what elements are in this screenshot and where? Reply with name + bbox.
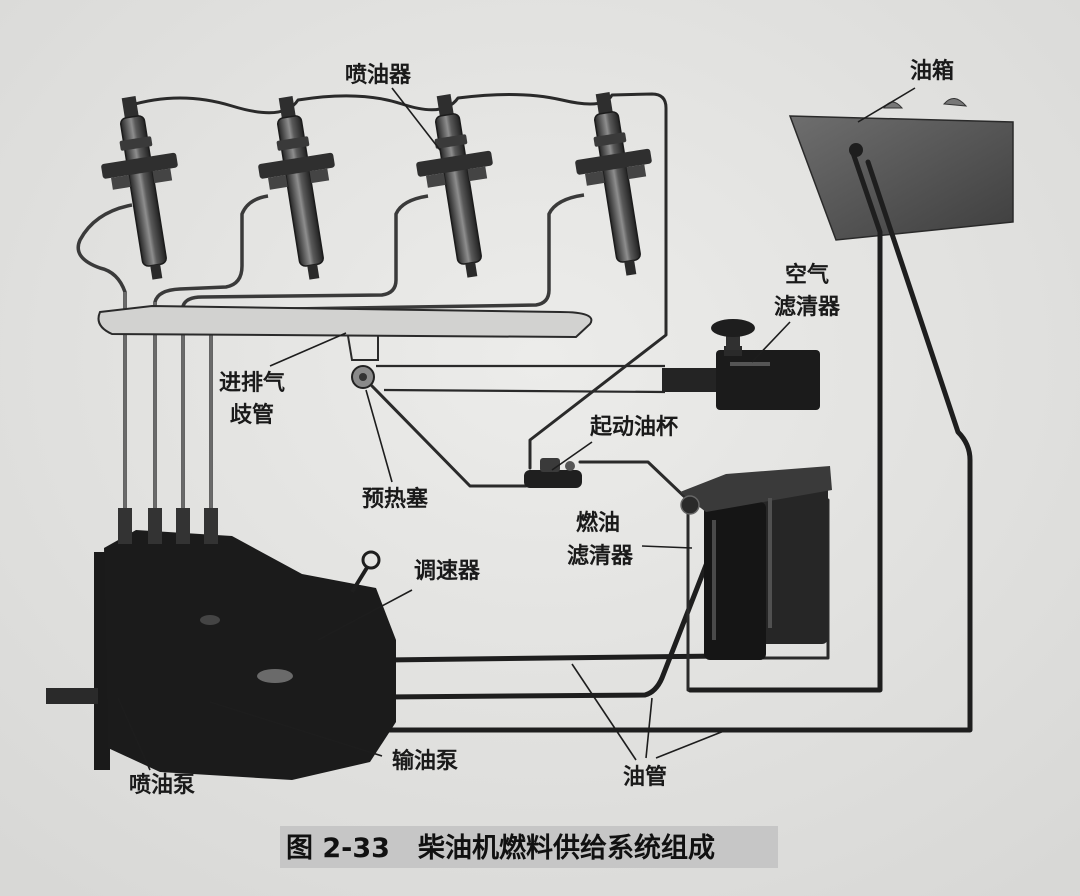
governor-lever (350, 550, 381, 594)
tank-pipe-supply (687, 147, 883, 693)
caption-title: 柴油机燃料供给系统组成 (418, 832, 715, 864)
label-injection-pump: 喷油泵 (129, 773, 195, 798)
label-manifold-line1: 进排气 (219, 370, 285, 396)
caption-number: 图 2-33 (286, 833, 390, 864)
oil-cup-line (578, 460, 692, 504)
label-fuel-pipe: 油管 (623, 764, 667, 790)
label-transfer-pump: 输油泵 (392, 748, 458, 774)
label-air-filter-line2: 滤清器 (774, 294, 841, 320)
label-glow-plug: 预热塞 (362, 486, 429, 512)
label-governor: 调速器 (414, 558, 481, 584)
high-pressure-lines (76, 193, 585, 515)
transfer-pump-pipe (382, 557, 711, 700)
label-injector: 喷油器 (345, 63, 412, 88)
air-filter-inlet (662, 368, 720, 392)
tank-pipe-return (377, 159, 973, 733)
air-intake-pipe (376, 364, 666, 394)
pump-to-filter-pipe (382, 653, 725, 663)
label-fuel-filter-line1: 燃油 (576, 510, 620, 536)
glow-plug (351, 365, 375, 389)
intake-exhaust-manifold (97, 304, 593, 339)
glow-plug-line (370, 384, 528, 488)
fuel-filter (680, 466, 832, 660)
label-fuel-filter-line2: 滤清器 (567, 543, 634, 569)
leader-lines (117, 87, 916, 771)
air-filter (711, 319, 820, 410)
label-fuel-tank: 油箱 (910, 58, 954, 84)
label-manifold-line2: 歧管 (230, 402, 274, 428)
label-air-filter-line1: 空气 (785, 262, 829, 288)
injection-pump (46, 508, 396, 780)
return-line (126, 92, 668, 470)
label-start-oil-cup: 起动油杯 (589, 415, 678, 440)
caption-band (280, 826, 778, 868)
fuel-tank (788, 98, 1014, 241)
